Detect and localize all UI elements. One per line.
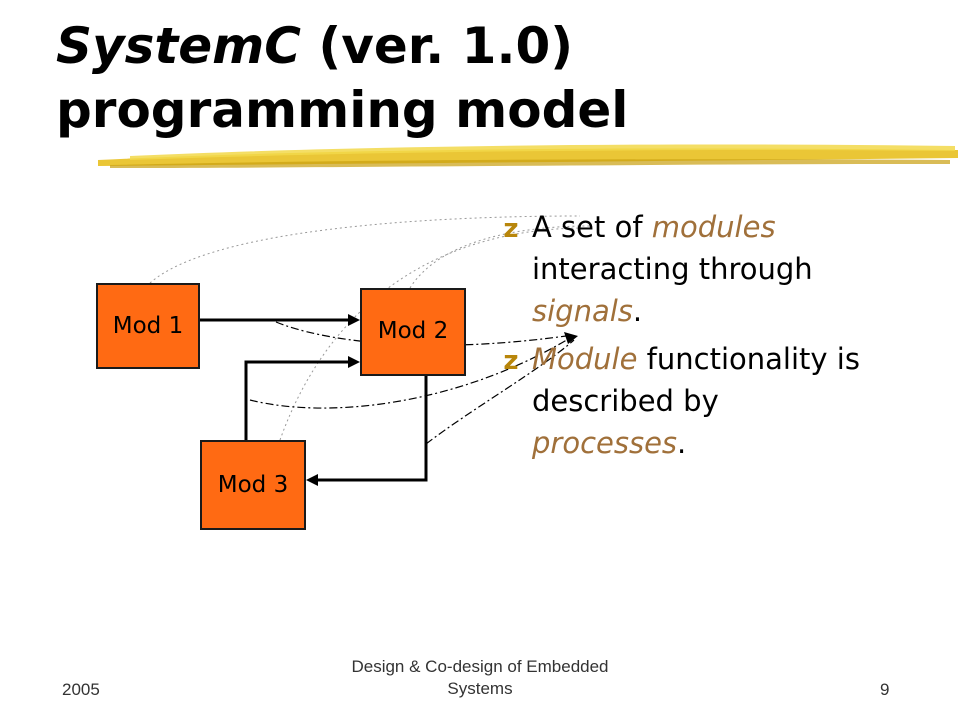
bullet-item: z A set of modules interacting through s… xyxy=(496,206,876,332)
bullet-text: functionality is described by xyxy=(532,342,860,418)
module-box-mod3: Mod 3 xyxy=(200,440,306,530)
connector-arrowhead xyxy=(564,332,578,344)
footer-course-line-1: Design & Co-design of Embedded xyxy=(351,657,609,676)
bullet-list: z A set of modules interacting through s… xyxy=(496,206,876,470)
signal-mod2-to-mod3 xyxy=(314,376,428,482)
connector-signal-1 xyxy=(275,321,567,346)
dotted-guide-lines xyxy=(149,215,591,441)
bullet-text: A set of xyxy=(532,210,652,244)
title-rest-line-1: (ver. 1.0) xyxy=(300,17,574,75)
signal-mod3-to-mod2 xyxy=(244,360,352,440)
bullet-text: interacting through xyxy=(532,252,813,286)
bullet-emphasis: processes xyxy=(532,426,678,460)
dash-dot-connectors xyxy=(249,321,575,445)
bullet-marker-icon: z xyxy=(503,346,519,376)
title-italic-part: SystemC xyxy=(56,17,301,75)
arrowhead-mod2-left xyxy=(348,356,360,368)
title-line-2: programming model xyxy=(56,81,629,139)
bullet-marker-icon: z xyxy=(503,214,519,244)
bullet-emphasis: modules xyxy=(651,210,776,244)
arrow-heads xyxy=(306,314,360,486)
signal-arrows xyxy=(200,318,428,482)
bullet-text: . xyxy=(677,426,687,460)
footer-course-line-2: Systems xyxy=(447,679,513,698)
guide-curve-mod2 xyxy=(409,225,591,289)
title-underline-brushstroke xyxy=(98,144,958,168)
footer-year: 2005 xyxy=(62,680,100,699)
arrowhead-mod2-top xyxy=(348,314,360,326)
footer-course-title: Design & Co-design of Embedded Systems xyxy=(300,656,660,700)
title-line-1: SystemC (ver. 1.0) xyxy=(56,14,936,78)
connector-signal-3 xyxy=(425,339,575,445)
arrowhead-mod3 xyxy=(306,474,318,486)
bullet-emphasis: signals xyxy=(532,294,633,328)
bullet-item: z Module functionality is described by p… xyxy=(496,338,876,464)
module-box-mod1: Mod 1 xyxy=(96,283,200,369)
module-box-mod2: Mod 2 xyxy=(360,288,466,376)
bullet-text: . xyxy=(632,294,643,328)
connector-signal-2 xyxy=(249,337,571,409)
slide-title: SystemC (ver. 1.0) programming model xyxy=(56,14,936,142)
bullet-emphasis: Module xyxy=(532,342,638,376)
footer-page-number: 9 xyxy=(880,680,890,699)
